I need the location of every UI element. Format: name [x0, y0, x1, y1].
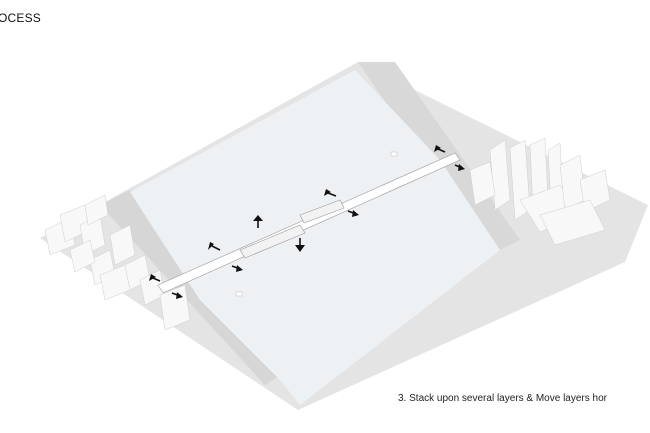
boat: [390, 151, 398, 157]
bridge-layers: [157, 152, 461, 294]
move-arrows: [149, 145, 465, 299]
step-caption: 3. Stack upon several layers & Move laye…: [398, 393, 607, 404]
section-title: OCESS: [0, 11, 42, 25]
river: [130, 70, 500, 405]
right-riverbank: [358, 62, 520, 255]
right-city-towers: [469, 137, 611, 246]
boat: [235, 291, 243, 297]
left-city-blocks: [44, 194, 191, 331]
